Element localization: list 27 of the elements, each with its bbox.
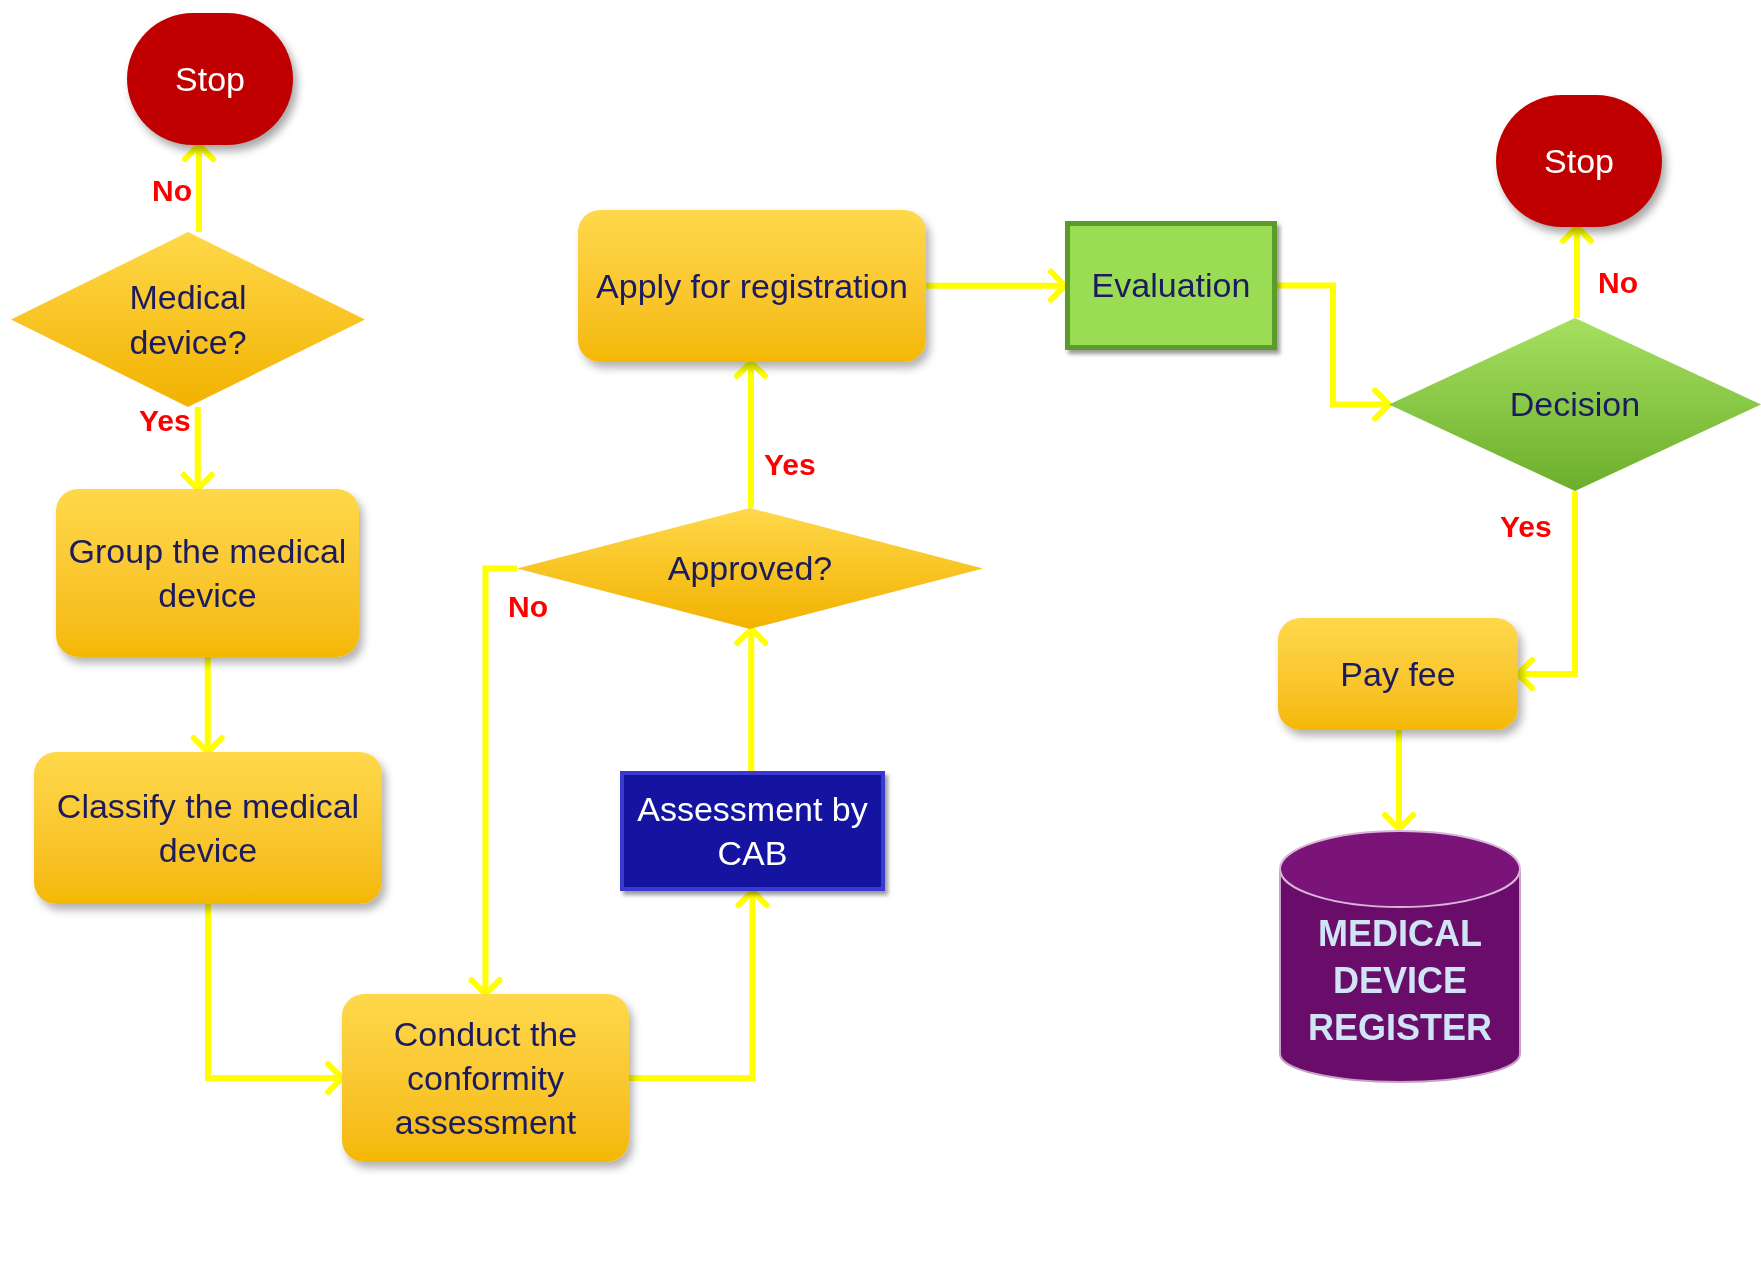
node-label: Group the medical device	[67, 530, 348, 616]
arrow	[468, 565, 517, 997]
process-box	[620, 771, 885, 891]
node-label: Medical device?	[128, 277, 248, 363]
node-label: Stop	[174, 58, 246, 100]
node-label: MEDICAL DEVICE REGISTER	[1307, 912, 1493, 1050]
node-label: Stop	[1543, 140, 1615, 182]
arrow	[734, 359, 768, 508]
node-label: Evaluation	[1090, 265, 1252, 307]
arrow	[1277, 282, 1392, 422]
arrow	[180, 407, 215, 492]
node-label: Classify the medical device	[55, 785, 361, 871]
process-box	[1278, 618, 1518, 730]
arrow	[734, 626, 769, 771]
node-label: Approved?	[667, 548, 833, 590]
process-box	[56, 489, 359, 657]
node-label: Apply for registration	[595, 265, 909, 307]
process-box	[34, 752, 382, 904]
node-label: Pay fee	[1339, 653, 1457, 695]
node-label: Decision	[1508, 384, 1642, 426]
arrow	[190, 657, 225, 755]
arrow	[1382, 730, 1416, 832]
node-label: Conduct the conformity assessment	[392, 1013, 579, 1144]
process-box	[1065, 221, 1277, 350]
node-label: Assessment by CAB	[636, 788, 869, 874]
process-box	[578, 210, 926, 362]
process-box	[342, 994, 629, 1162]
